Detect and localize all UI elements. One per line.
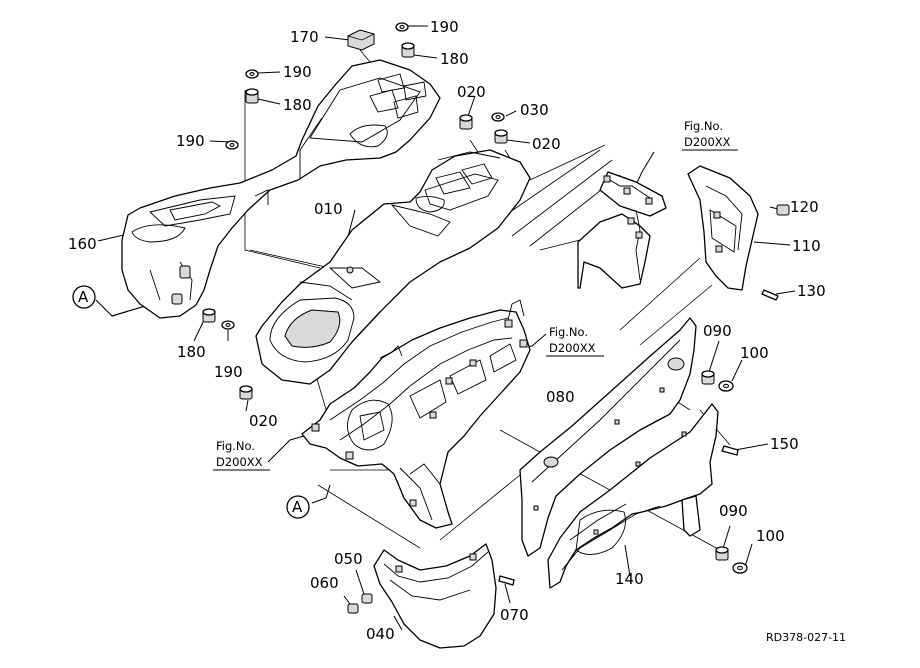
svg-text:Fig.No.: Fig.No. [216, 439, 255, 453]
callout-150: 150 [770, 435, 799, 453]
callout-040: 040 [366, 625, 395, 643]
callout-180: 180 [440, 50, 469, 68]
svg-text:A: A [78, 288, 89, 306]
callout-030: 030 [520, 101, 549, 119]
callout-120: 120 [790, 198, 819, 216]
svg-text:A: A [292, 498, 303, 516]
callout-020: 020 [457, 83, 486, 101]
fig-ref-left: Fig.No. D200XX [213, 439, 270, 471]
part-080-side-panel [519, 317, 697, 557]
figure-references: Fig.No. D200XX Fig.No. D200XX Fig.No. D2… [213, 119, 738, 471]
callout-070: 070 [500, 606, 529, 624]
connector-a-upper: A [72, 285, 96, 309]
callout-labels: 170 190 180 190 180 190 020 030 020 010 … [68, 18, 826, 643]
fig-ref-center: Fig.No. D200XX [546, 325, 604, 357]
drawing-code: RD378-027-11 [766, 631, 846, 644]
svg-text:Fig.No.: Fig.No. [684, 119, 723, 133]
part-170-cap [347, 29, 375, 51]
callout-190: 190 [176, 132, 205, 150]
callout-090: 090 [719, 502, 748, 520]
callout-060: 060 [310, 574, 339, 592]
svg-text:D200XX: D200XX [684, 135, 731, 149]
svg-text:Fig.No.: Fig.No. [549, 325, 588, 339]
callout-160: 160 [68, 235, 97, 253]
center-frame [301, 299, 531, 529]
callout-050: 050 [334, 550, 363, 568]
callout-190: 190 [430, 18, 459, 36]
part-160-rear-console [121, 59, 441, 319]
part-040-front-cover [347, 543, 515, 649]
callout-010: 010 [314, 200, 343, 218]
callout-180: 180 [283, 96, 312, 114]
callout-100: 100 [740, 344, 769, 362]
part-140-lower-panel [547, 403, 719, 589]
callout-190: 190 [283, 63, 312, 81]
callout-090: 090 [703, 322, 732, 340]
callout-020: 020 [532, 135, 561, 153]
callout-170: 170 [290, 28, 319, 46]
fasteners-right [701, 370, 748, 574]
fasteners-top [202, 22, 508, 400]
callout-190: 190 [214, 363, 243, 381]
connector-a-lower: A [286, 495, 310, 519]
callout-140: 140 [615, 570, 644, 588]
part-110-side-cover [687, 165, 790, 301]
callout-130: 130 [797, 282, 826, 300]
svg-text:D200XX: D200XX [549, 341, 596, 355]
callout-100: 100 [756, 527, 785, 545]
callout-110: 110 [792, 237, 821, 255]
callout-180: 180 [177, 343, 206, 361]
bracket-upper-right [577, 171, 667, 289]
callout-020: 020 [249, 412, 278, 430]
part-010-main-console [255, 149, 531, 385]
callout-080: 080 [546, 388, 575, 406]
svg-text:D200XX: D200XX [216, 455, 263, 469]
fig-ref-upper-right: Fig.No. D200XX [682, 119, 738, 151]
